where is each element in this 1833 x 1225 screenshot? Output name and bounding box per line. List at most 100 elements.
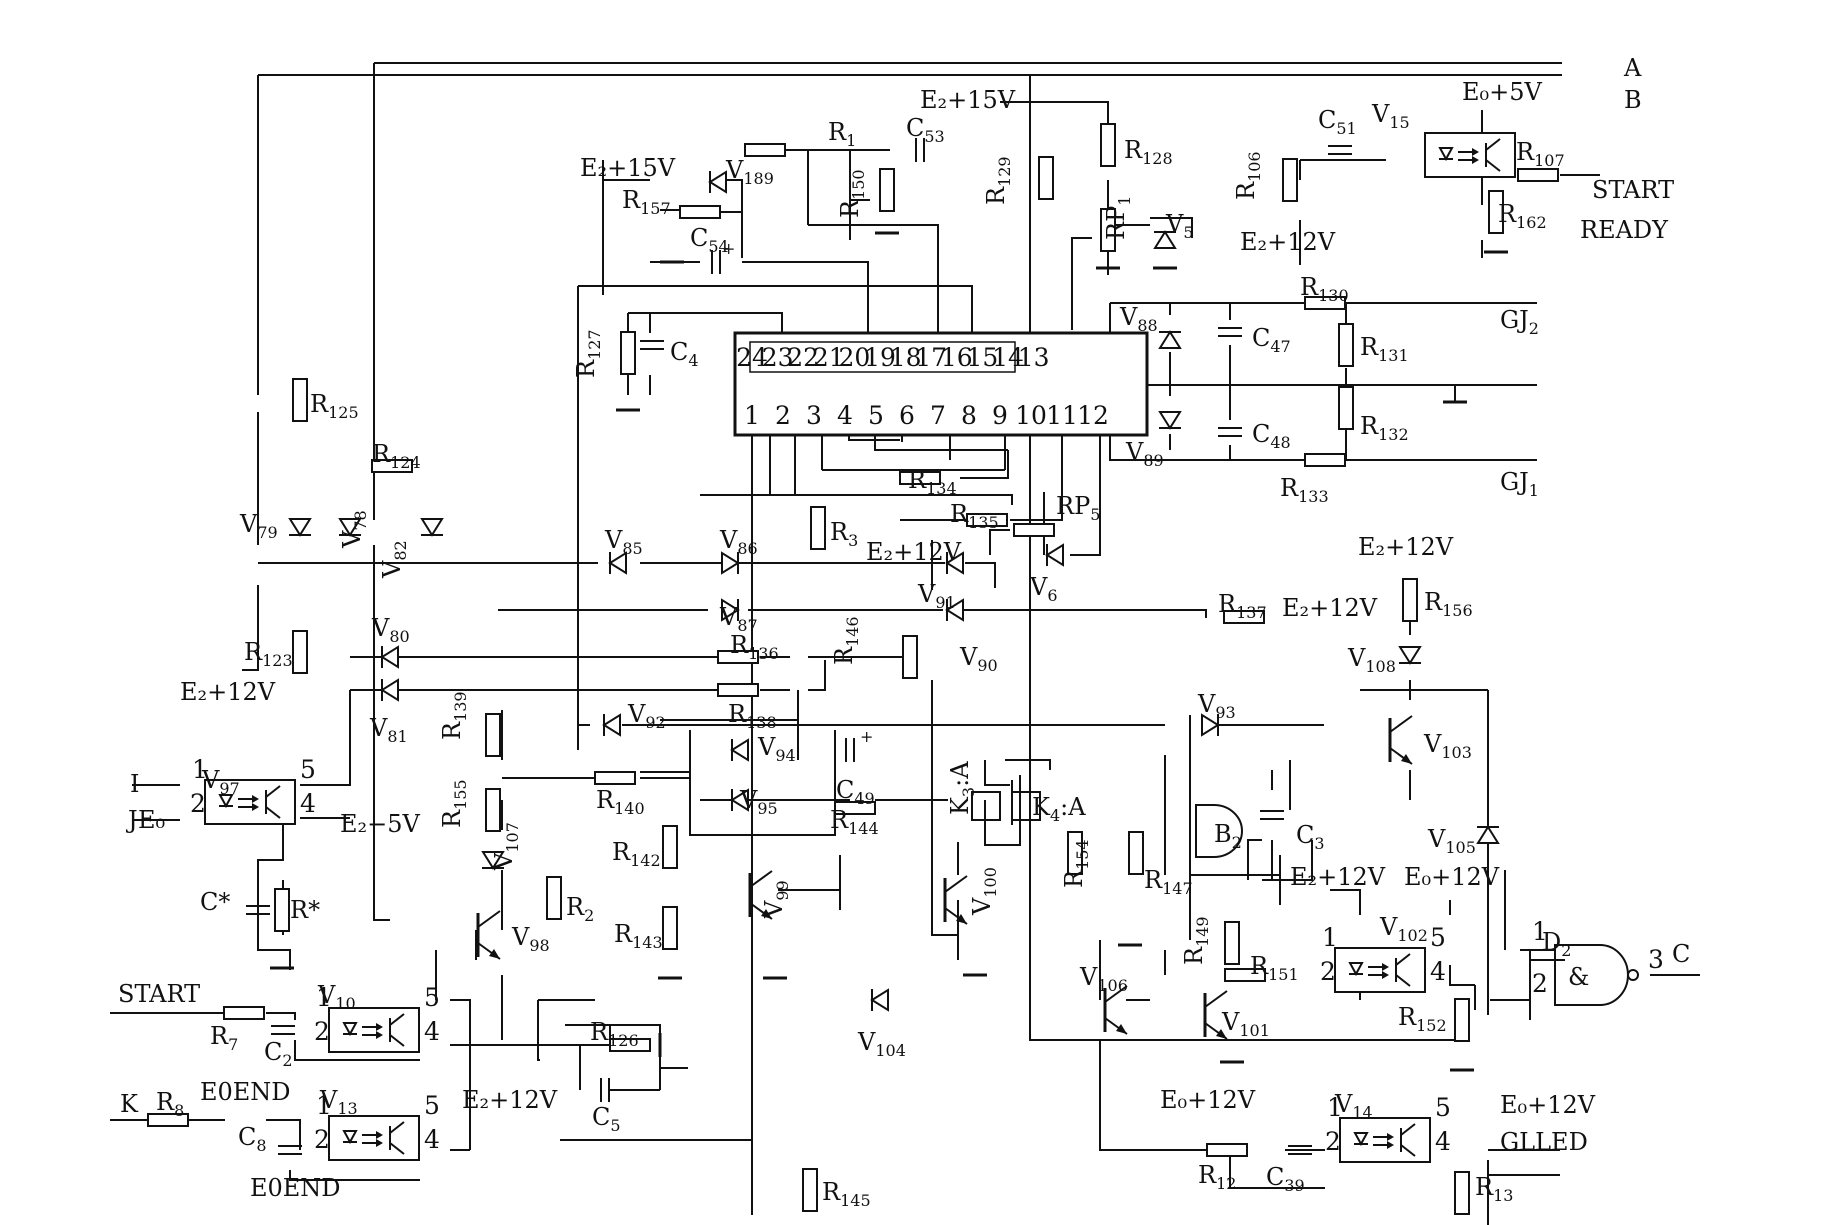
diode-v86 (721, 551, 739, 575)
resistor-r7 (223, 1006, 265, 1020)
potentiometer-rp5 (1013, 523, 1055, 537)
supply-e0-12v-v102: E₀+12V (1404, 863, 1500, 891)
label-v80: V80 (371, 614, 410, 646)
supply-e2-12v-r137: E₂+12V (1282, 594, 1378, 622)
buzzer-b2 (1195, 804, 1243, 858)
supply-e2-12v-r156: E₂+12V (1358, 533, 1454, 561)
label-v189: V189 (725, 156, 774, 188)
label-v103: V103 (1423, 730, 1472, 762)
label-v79: V79 (239, 510, 278, 542)
label-v87: V87 (719, 603, 758, 635)
label-r8: R8 (156, 1088, 184, 1120)
transistor-v100 (943, 874, 969, 926)
label-c8: C8 (238, 1123, 267, 1155)
label-r149: R149 (1180, 916, 1212, 965)
label-c4: C4 (670, 338, 699, 370)
opto-pin-5: 5 (1430, 923, 1446, 952)
ic-pin-15: 15 (966, 343, 998, 372)
label-v89: V89 (1125, 438, 1164, 470)
opto-pin-2: 2 (314, 1125, 330, 1154)
signal-e0end-top: E0END (200, 1078, 291, 1106)
label-v82: V82 (378, 540, 410, 579)
label-v91: V91 (917, 580, 956, 612)
label-r157: R157 (622, 186, 671, 218)
ic-pin-22: 22 (787, 343, 819, 372)
ic-pin-23: 23 (762, 343, 794, 372)
label-r124: R124 (372, 440, 421, 472)
label-v108: V108 (1347, 644, 1396, 676)
label-r151: R151 (1250, 952, 1299, 984)
label-r1: R1 (828, 118, 856, 150)
opto-pin-5: 5 (424, 983, 440, 1012)
signal-start: START (118, 980, 200, 1008)
resistor-r140 (594, 771, 636, 785)
capacitor-c4 (639, 340, 665, 350)
label-d2: D2 (1542, 928, 1571, 960)
label-k4: K4:A (1032, 793, 1086, 825)
label-v6: V6 (1029, 573, 1058, 605)
diode-v104 (871, 988, 889, 1012)
resistor-r127 (620, 331, 636, 375)
ic-pin-8: 8 (961, 401, 977, 430)
supply-e2-12v-left: E₂+12V (180, 678, 276, 706)
resistor-r149 (1224, 921, 1240, 965)
label-r134: R134 (908, 466, 957, 498)
ic-pin-14: 14 (992, 343, 1024, 372)
resistor-r123 (292, 630, 308, 674)
optocoupler-v10 (328, 1007, 420, 1053)
opto-pin-5: 5 (300, 755, 316, 784)
label-r152: R152 (1398, 1003, 1447, 1035)
resistor-r155 (485, 788, 501, 832)
label-r127: R127 (572, 329, 604, 378)
label-c5: C5 (592, 1103, 621, 1135)
label-v104: V104 (857, 1028, 906, 1060)
gate-pin-3: 3 (1648, 945, 1664, 974)
label-c53: C53 (906, 114, 945, 146)
resistor-r157 (679, 205, 721, 219)
c54-polarity: + (722, 239, 735, 258)
label-r140: R140 (596, 786, 645, 818)
resistor-r152 (1454, 998, 1470, 1042)
label-r138: R138 (728, 700, 777, 732)
opto-pin-4: 4 (424, 1125, 440, 1154)
resistor-r107 (1517, 168, 1559, 182)
signal-c: C (1672, 940, 1690, 968)
label-r145: R145 (822, 1178, 871, 1210)
label-r143: R143 (614, 920, 663, 952)
relay-k3-coil (971, 791, 1001, 821)
label-v15: V15 (1371, 100, 1410, 132)
supply-labels: E₂+15V E₂+15V E₀+5V E₂+12V E₂+12V E₂+12V… (138, 78, 1596, 1119)
label-c-star: C* (200, 888, 230, 916)
label-r106: R106 (1232, 151, 1264, 200)
ic-pin-13: 13 (1018, 343, 1050, 372)
resistor-r138 (717, 683, 759, 697)
label-r123: R123 (244, 638, 293, 670)
resistor-r145 (802, 1168, 818, 1212)
signal-start-ready-1: START (1592, 176, 1674, 204)
label-rp1: RP1 (1102, 196, 1134, 240)
resistor-r3 (810, 506, 826, 550)
label-v88: V88 (1119, 303, 1158, 335)
opto-pin-1: 1 (316, 1091, 332, 1120)
label-r107: R107 (1516, 138, 1565, 170)
label-v86: V86 (719, 526, 758, 558)
resistor-r132 (1338, 386, 1354, 430)
resistor-r128 (1100, 123, 1116, 167)
gate-pin-2: 2 (1532, 969, 1548, 998)
label-c39: C39 (1266, 1163, 1305, 1195)
label-v5: V5 (1165, 210, 1194, 242)
opto-pin-4: 4 (424, 1017, 440, 1046)
optocoupler-v102 (1334, 947, 1426, 993)
capacitor-c49 (845, 737, 855, 763)
ic-pin-17: 17 (915, 343, 947, 372)
label-v107: V107 (490, 822, 522, 871)
label-r133: R133 (1280, 474, 1329, 506)
opto-pin-5: 5 (424, 1091, 440, 1120)
diode-v80 (381, 645, 399, 669)
supply-e0: E₀ (138, 806, 165, 834)
c49-polarity: + (860, 727, 873, 746)
optocoupler-v13 (328, 1115, 420, 1161)
diode-v88 (1158, 331, 1182, 349)
